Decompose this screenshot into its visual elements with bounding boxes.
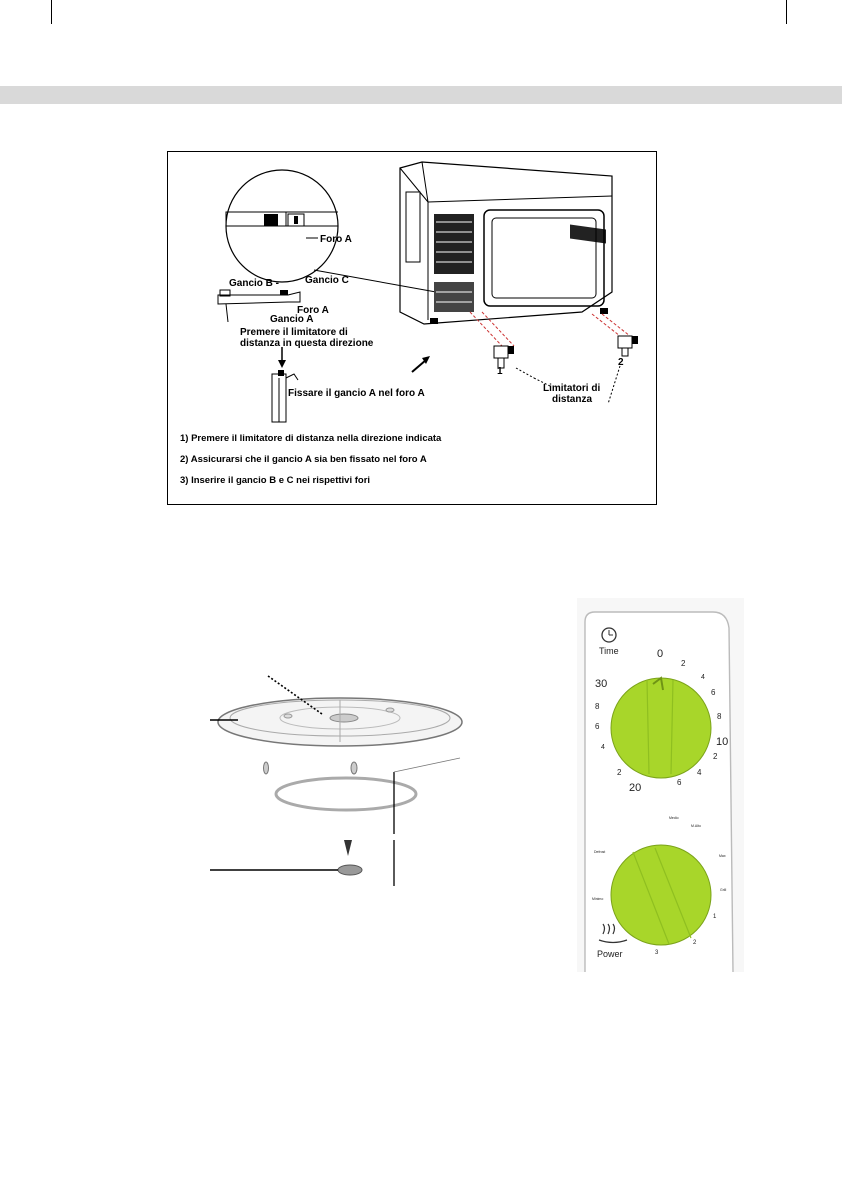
time-mark-2: 2 (681, 659, 686, 668)
time-mark-6: 6 (711, 688, 716, 697)
installation-figure: Foro A Gancio B - Gancio C Foro A Gancio… (167, 151, 657, 505)
control-panel-figure: Time Power 0 2 4 6 8 10 2 4 6 20 2 4 6 8… (577, 598, 744, 973)
power-mark-grill: Grill (720, 888, 727, 892)
time-mark-10: 10 (716, 736, 729, 748)
time-mark-30: 30 (595, 678, 608, 690)
time-mark-12: 2 (713, 752, 718, 761)
time-mark-4: 4 (701, 674, 705, 681)
power-mark-1: 1 (713, 914, 717, 920)
label-limiter-2: 2 (618, 357, 624, 368)
time-mark-20: 20 (629, 782, 642, 794)
time-mark-22: 2 (617, 768, 622, 777)
power-mark-2: 2 (693, 940, 697, 946)
power-mark-defrost: Defrost (594, 850, 606, 854)
turntable-exploded-icon (210, 675, 463, 886)
time-mark-0: 0 (657, 648, 664, 660)
time-mark-28: 8 (595, 702, 600, 711)
power-mark-max: Max (719, 854, 726, 858)
time-mark-26: 6 (595, 722, 600, 731)
time-label: Time (599, 646, 619, 656)
crop-mark-left (51, 0, 52, 24)
label-gancio-b: Gancio B - (229, 278, 280, 289)
label-gancio-c: Gancio C (305, 275, 349, 286)
step-3: 3) Inserire il gancio B e C nei rispetti… (180, 475, 371, 486)
label-gancio-a: Gancio A (270, 314, 314, 325)
step-1: 1) Premere il limitatore di distanza nel… (180, 433, 442, 444)
label-foro-a: Foro A (297, 305, 329, 316)
label-press-line2: distanza in questa direzione (240, 338, 374, 349)
control-panel-drawing (577, 598, 744, 973)
label-limiters-line1: Limitatori di (543, 383, 601, 394)
label-limiters-line2: distanza (552, 394, 593, 405)
power-label: Power (597, 949, 623, 959)
label-foro-a-detail: Foro A (320, 234, 352, 245)
time-mark-8: 8 (717, 712, 722, 721)
time-mark-14: 4 (697, 768, 702, 777)
crop-mark-right (786, 0, 787, 24)
installation-drawing (217, 161, 638, 423)
time-mark-24: 4 (601, 744, 605, 751)
label-press-line1: Premere il limitatore di (240, 327, 348, 338)
step-2: 2) Assicurarsi che il gancio A sia ben f… (180, 454, 427, 465)
power-mark-malto: M.Alto (691, 824, 701, 828)
power-mark-medio: Medio (669, 816, 679, 820)
power-mark-minimo: Minimo (592, 897, 604, 901)
label-limiter-1: 1 (497, 366, 503, 377)
turntable-figure (210, 660, 470, 900)
header-band (0, 86, 842, 104)
label-fix-hook: Fissare il gancio A nel foro A (288, 388, 425, 399)
power-mark-3: 3 (655, 950, 659, 956)
time-mark-16: 6 (677, 778, 682, 787)
